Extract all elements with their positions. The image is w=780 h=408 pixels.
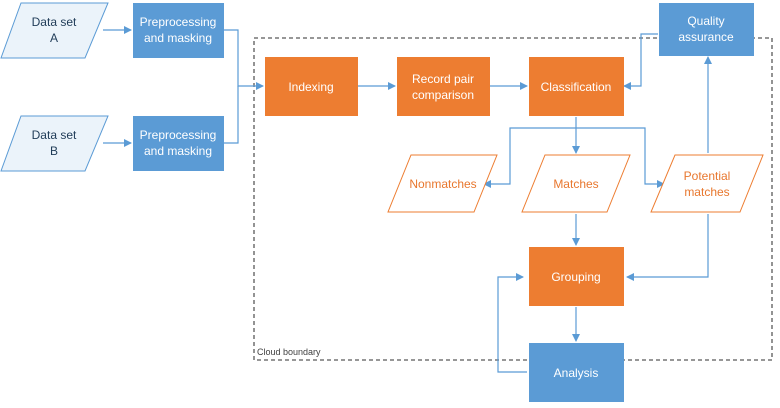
record-pair-comparison-box: Record pair comparison: [397, 57, 490, 116]
connector-classification-to-potential: [576, 127, 665, 188]
connector-potential-to-grouping: [626, 214, 709, 281]
analysis-box: Analysis: [529, 343, 624, 402]
svg-text:Preprocessing: Preprocessing: [140, 128, 217, 142]
quality-assurance-box: Quality assurance: [659, 3, 754, 56]
dataset-a: Data set A: [0, 2, 109, 59]
svg-text:Quality: Quality: [687, 14, 724, 28]
svg-text:B: B: [50, 144, 58, 158]
connector-classification-to-nonmatches: [483, 127, 576, 188]
svg-text:Matches: Matches: [553, 177, 598, 191]
grouping-box: Grouping: [529, 247, 624, 306]
svg-text:Classification: Classification: [541, 80, 612, 94]
svg-text:assurance: assurance: [678, 30, 734, 44]
cloud-boundary-label: Cloud boundary: [257, 347, 321, 357]
nonmatches-shape: Nonmatches: [387, 154, 498, 213]
classification-box: Classification: [529, 57, 624, 116]
svg-text:Indexing: Indexing: [288, 80, 333, 94]
svg-text:Analysis: Analysis: [554, 366, 599, 380]
cloud-boundary: [253, 37, 773, 361]
svg-text:A: A: [50, 31, 58, 45]
indexing-box: Indexing: [265, 57, 358, 116]
matches-shape: Matches: [521, 154, 631, 213]
potential-matches-shape: Potential matches: [650, 154, 764, 213]
connector-analysis-to-grouping: [497, 273, 527, 373]
preprocessing-box-b: Preprocessing and masking: [133, 116, 224, 171]
dataset-b: Data set B: [0, 115, 109, 172]
svg-text:Data set: Data set: [32, 15, 77, 29]
svg-text:Data set: Data set: [32, 128, 77, 142]
svg-text:Potential: Potential: [684, 169, 731, 183]
svg-text:and masking: and masking: [144, 31, 212, 45]
connector-prep-b-to-indexing: [224, 86, 239, 144]
svg-text:and masking: and masking: [144, 144, 212, 158]
preprocessing-box-a: Preprocessing and masking: [133, 3, 224, 58]
svg-text:comparison: comparison: [412, 88, 474, 102]
svg-text:Record pair: Record pair: [412, 72, 474, 86]
svg-text:matches: matches: [684, 185, 729, 199]
svg-text:Nonmatches: Nonmatches: [409, 177, 476, 191]
svg-text:Grouping: Grouping: [551, 270, 600, 284]
connector-quality-to-classification: [623, 33, 658, 90]
connector-prep-a-to-indexing: [224, 29, 264, 90]
svg-text:Preprocessing: Preprocessing: [140, 15, 217, 29]
